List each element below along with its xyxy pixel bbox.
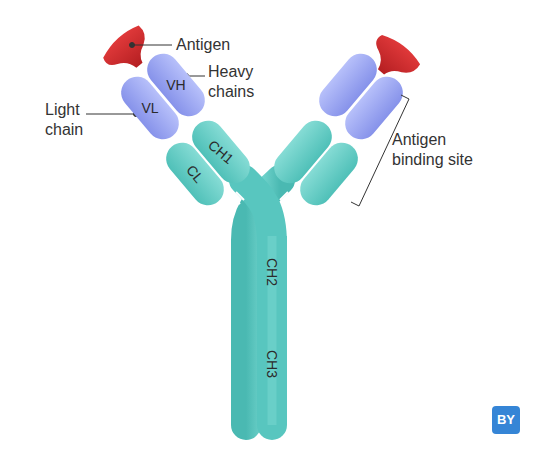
disulfide-bond xyxy=(232,192,244,204)
part-label: Antigen xyxy=(176,35,256,55)
leader-line xyxy=(130,43,173,48)
disulfide-bond xyxy=(280,192,292,204)
domain-label: CH3 xyxy=(264,350,280,378)
part-label: Antigen binding site xyxy=(392,130,497,170)
domain-label: VH xyxy=(166,77,185,93)
logo-text: BY xyxy=(492,406,520,434)
part-label: Light chain xyxy=(45,100,95,140)
constant-domain xyxy=(294,136,365,212)
logo-badge xyxy=(492,406,520,434)
heavy-chain-stem: CH2CH3 xyxy=(257,236,287,440)
bracket xyxy=(351,95,409,206)
heavy-chain-tube xyxy=(244,180,272,245)
domain-label: CH2 xyxy=(264,258,280,286)
leader-line xyxy=(86,112,139,117)
part-label: Heavy chains xyxy=(208,62,268,102)
antigen-shape xyxy=(363,30,423,88)
domain-label: VL xyxy=(141,100,158,116)
